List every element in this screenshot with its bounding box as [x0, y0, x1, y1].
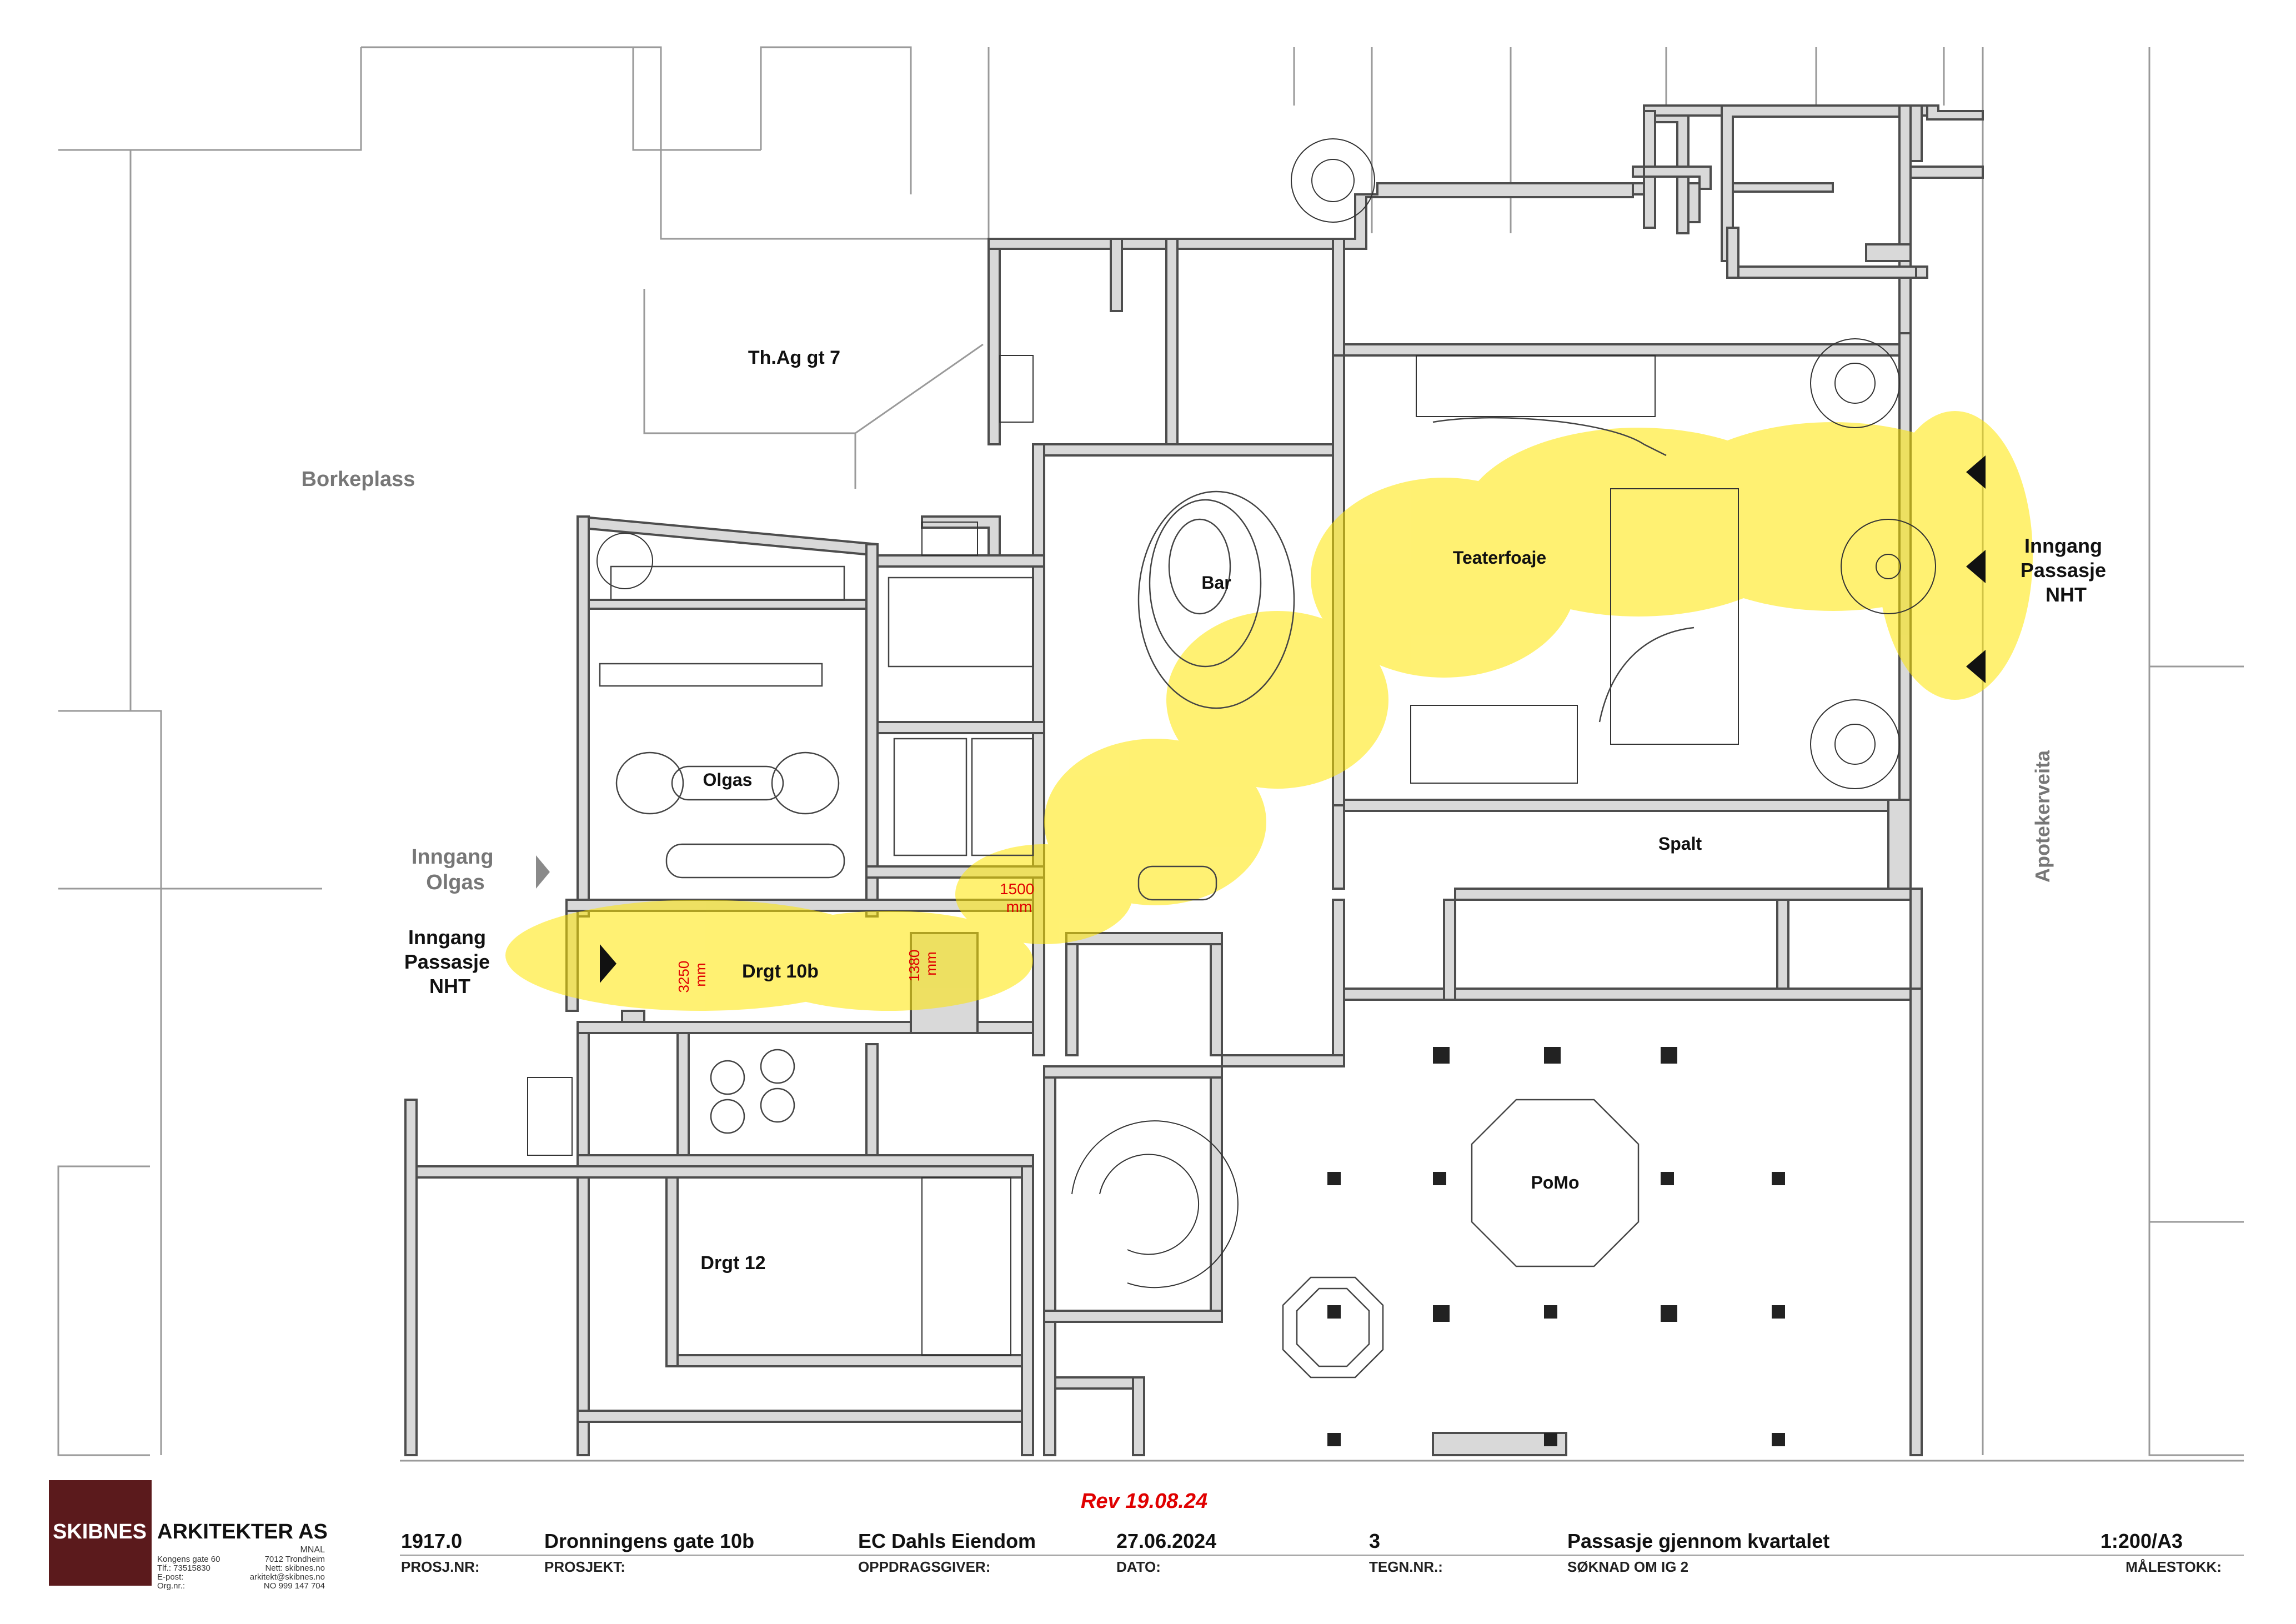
room-label-th-ag-gt-7: Th.Ag gt 7: [748, 347, 840, 368]
dimension-1500: 1500 mm: [1000, 880, 1039, 915]
room-label-pomo: PoMo: [1531, 1172, 1579, 1192]
room-label-spalt: Spalt: [1658, 834, 1702, 854]
context-buildings: [57, 46, 2244, 1456]
entrance-label-east-line-1: Inngang: [2024, 534, 2102, 557]
logo-contact-4a: Org.nr.:: [157, 1581, 185, 1591]
east-entrance-arrow-1: [1966, 455, 1986, 489]
room-label-teaterfoaje: Teaterfoaje: [1453, 548, 1546, 568]
client-caption: OPPDRAGSGIVER:: [858, 1558, 990, 1575]
dimension-1500-value: 1500: [1000, 880, 1034, 898]
dimension-3250-value: 3250: [675, 961, 692, 993]
logo-box: [49, 1480, 152, 1586]
scale-caption: MÅLESTOKK:: [2125, 1558, 2222, 1575]
scale-value: 1:200/A3: [2101, 1530, 2183, 1552]
west-entrance-arrow: [600, 944, 616, 983]
room-label-drgt-10b: Drgt 10b: [742, 961, 819, 982]
dimension-3250-unit: mm: [692, 963, 709, 986]
title-block: Rev 19.08.24 1917.0 PROSJ.NR: Dronningen…: [400, 1490, 2244, 1575]
logo-name-left: SKIBNES: [53, 1520, 147, 1543]
drawing-number-value: 3: [1369, 1530, 1380, 1552]
street-label-apotekerveita: Apotekerveita: [2031, 750, 2054, 883]
entrance-label-east-line-3: NHT: [2046, 583, 2087, 606]
drawing-number-caption: TEGN.NR.:: [1369, 1558, 1443, 1575]
entrance-label-west: Inngang Passasje NHT: [404, 926, 495, 998]
dimension-3250: 3250 mm: [675, 956, 709, 993]
street-label-borkeplass: Borkeplass: [302, 468, 415, 491]
room-label-drgt-12: Drgt 12: [700, 1252, 765, 1274]
date-caption: DATO:: [1116, 1558, 1161, 1575]
drawing-title-caption: SØKNAD OM IG 2: [1567, 1558, 1688, 1575]
room-label-bar: Bar: [1201, 573, 1231, 593]
project-number-value: 1917.0: [401, 1530, 462, 1552]
olgas-entrance-arrow: [536, 855, 550, 889]
passage-highlight: [505, 411, 2033, 1011]
logo-contact-2a: Tlf.: 73515830: [157, 1563, 210, 1573]
logo-contact-2b: Nett: skibnes.no: [265, 1563, 325, 1573]
entrance-label-west-line-1: Inngang: [408, 926, 486, 949]
entrance-label-west-line-2: Passasje: [404, 950, 490, 973]
room-label-olgas: Olgas: [703, 770, 753, 790]
entrance-arrows: [536, 455, 1986, 983]
dimension-1380-value: 1380: [906, 950, 923, 982]
columns: [1327, 1047, 1785, 1446]
logo-contact-1a: Kongens gate 60: [157, 1555, 220, 1564]
dimension-1380-unit: mm: [923, 951, 939, 975]
room-labels: Th.Ag gt 7 Bar Teaterfoaje Olgas Drgt 10…: [700, 347, 1702, 1274]
entrance-labels: Inngang Passasje NHT Inngang Passasje NH…: [404, 534, 2112, 998]
stairs: [527, 138, 1936, 1356]
project-caption: PROSJEKT:: [544, 1558, 625, 1575]
east-entrance-arrow-2: [1966, 550, 1986, 583]
entrance-label-west-line-3: NHT: [429, 975, 470, 998]
logo-sub: MNAL: [300, 1545, 325, 1555]
logo-contact-3a: E-post:: [157, 1572, 184, 1582]
entrance-label-olgas: Inngang Olgas: [412, 845, 499, 894]
entrance-label-east-line-2: Passasje: [2021, 559, 2106, 582]
revision-label: Rev 19.08.24: [1081, 1490, 1207, 1513]
project-value: Dronningens gate 10b: [544, 1530, 754, 1552]
context-labels: Borkeplass Apotekerveita Inngang Olgas: [302, 468, 2054, 894]
date-value: 27.06.2024: [1116, 1530, 1216, 1552]
east-entrance-arrow-3: [1966, 650, 1986, 683]
entrance-label-olgas-line-1: Inngang: [412, 845, 494, 869]
logo-name-right: ARKITEKTER AS: [157, 1520, 328, 1543]
drawing-title-value: Passasje gjennom kvartalet: [1567, 1530, 1829, 1552]
logo-contact-1b: 7012 Trondheim: [265, 1555, 325, 1564]
client-value: EC Dahls Eiendom: [858, 1530, 1036, 1552]
dimension-1380: 1380 mm: [906, 945, 939, 981]
project-number-caption: PROSJ.NR:: [401, 1558, 480, 1575]
logo-contact-4b: NO 999 147 704: [264, 1581, 325, 1591]
dimension-labels: 1500 mm 3250 mm 1380 mm: [675, 880, 1039, 993]
entrance-label-east: Inngang Passasje NHT: [2021, 534, 2112, 606]
logo-contact-3b: arkitekt@skibnes.no: [250, 1572, 325, 1582]
firm-logo: SKIBNES ARKITEKTER AS MNAL Kongens gate …: [49, 1480, 328, 1591]
entrance-label-olgas-line-2: Olgas: [426, 871, 485, 894]
furniture: [599, 417, 1695, 1379]
dimension-1500-unit: mm: [1006, 898, 1032, 915]
